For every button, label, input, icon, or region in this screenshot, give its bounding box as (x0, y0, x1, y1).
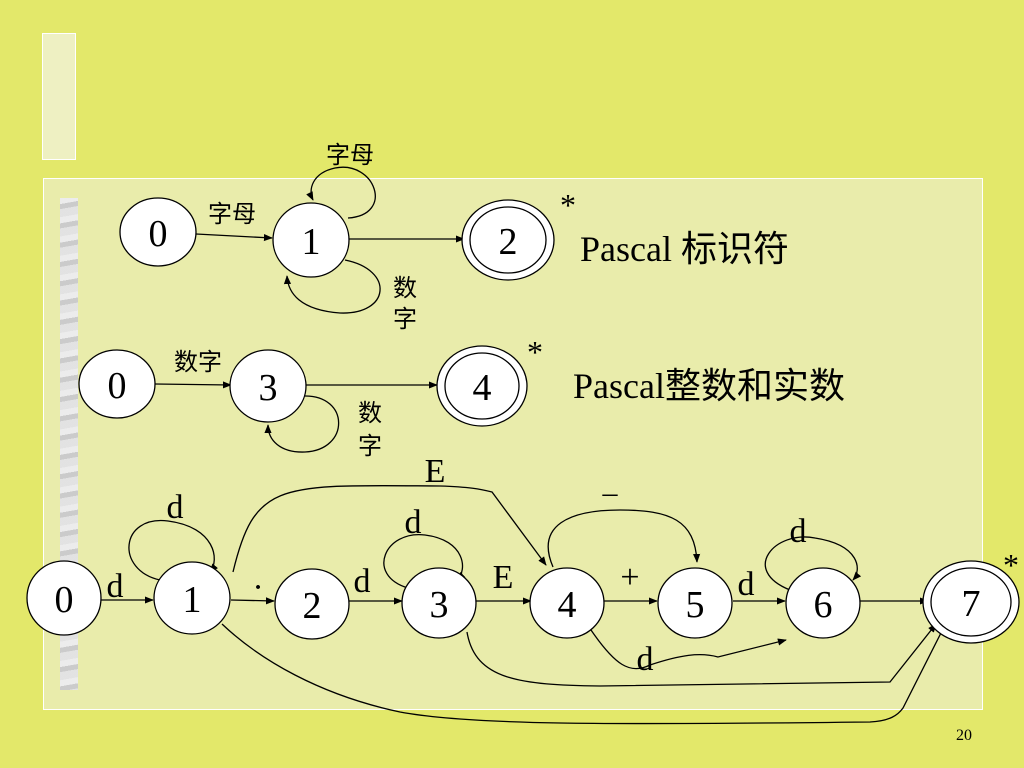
state-1: 1 (272, 202, 350, 278)
loop-3 (383, 534, 466, 589)
state-label: 0 (149, 213, 168, 255)
label-E-3-4: E (493, 559, 514, 596)
loop-1-bottom (283, 259, 381, 314)
number-fsm: 0 3 4 数字 数 字 * Pascal整数和实数 (78, 334, 845, 460)
state-4-final: 4 (436, 345, 528, 427)
edge-1-7 (221, 623, 946, 725)
label-E-1-4: E (425, 453, 446, 490)
state-label: 4 (473, 367, 492, 409)
state-3: 3 (229, 349, 307, 423)
label-d-5-6: d (738, 566, 755, 603)
label-plus: + (620, 559, 639, 596)
state-label: 2 (303, 585, 322, 627)
decorative-title-bar (42, 33, 76, 160)
state-label: 6 (814, 584, 833, 626)
caption-number: Pascal整数和实数 (573, 366, 845, 406)
state-2: 2 (274, 568, 350, 640)
state-label: 4 (558, 584, 577, 626)
edge-4-5-minus (547, 509, 701, 568)
label-d-4-6: d (637, 641, 654, 678)
identifier-fsm: 0 1 2 字母 字母 数 字 * Pascal 标识符 (119, 142, 789, 333)
state-label: 0 (108, 365, 127, 407)
loop-label-digit-1: 数 (358, 400, 382, 427)
loop-6 (764, 536, 862, 591)
edge-1-4-E (232, 484, 547, 573)
state-5: 5 (657, 567, 733, 639)
edge-3-7 (466, 623, 937, 687)
label-d-2-3: d (354, 563, 371, 600)
state-6: 6 (785, 567, 861, 639)
label-dot: · (252, 569, 263, 606)
state-2-final: 2 (461, 199, 555, 281)
final-marker: * (560, 187, 576, 223)
edge-label-letter: 字母 (208, 201, 256, 228)
edge-0-3 (154, 381, 232, 389)
state-3: 3 (401, 567, 477, 639)
label-loop-6: d (790, 513, 807, 550)
edge-4-6-d (590, 629, 787, 670)
state-label: 0 (55, 579, 74, 621)
final-marker: * (527, 334, 543, 370)
label-loop-1: d (167, 489, 184, 526)
caption-identifier: Pascal 标识符 (580, 229, 789, 269)
state-label: 3 (430, 584, 449, 626)
state-label: 7 (962, 583, 981, 625)
loop-label-digit-2: 字 (393, 306, 417, 333)
label-minus: – (602, 476, 619, 509)
edge-label-digit: 数字 (174, 349, 222, 376)
state-1: 1 (153, 561, 231, 635)
state-label: 5 (686, 584, 705, 626)
loop-label-digit-2: 字 (358, 433, 382, 460)
state-7-final: 7 (922, 560, 1020, 644)
state-0: 0 (78, 349, 156, 419)
state-label: 1 (302, 221, 321, 263)
state-0: 0 (119, 197, 197, 267)
label-d-0-1: d (107, 568, 124, 605)
state-label: 3 (259, 367, 278, 409)
loop-label-digit-1: 数 (393, 275, 417, 302)
edge-0-1 (195, 233, 273, 242)
state-label: 1 (183, 579, 202, 621)
loop-3 (264, 395, 340, 453)
final-marker: * (1003, 547, 1019, 583)
label-loop-3: d (405, 504, 422, 541)
state-4: 4 (529, 567, 605, 639)
loop-1-top (306, 166, 376, 219)
edge-1-2 (230, 597, 275, 605)
state-label: 2 (499, 221, 518, 263)
loop-1 (128, 520, 218, 581)
real-number-fsm: 0 1 2 3 4 5 6 7 d (26, 453, 1020, 725)
loop-label-letter: 字母 (326, 142, 374, 169)
state-0: 0 (26, 560, 102, 636)
page-number: 20 (956, 727, 972, 744)
